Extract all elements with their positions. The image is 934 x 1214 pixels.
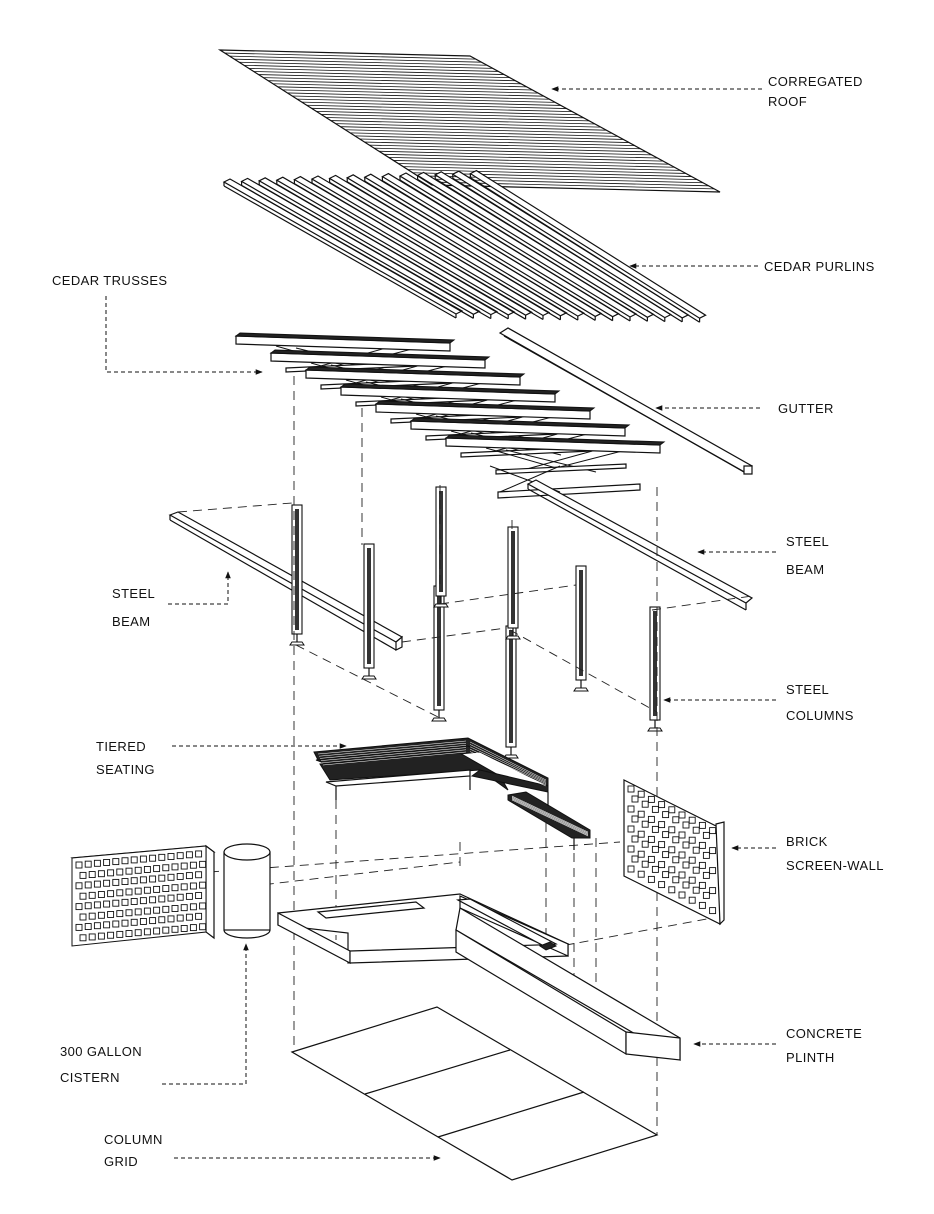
cistern <box>223 843 271 939</box>
label-cistern-line1: 300 GALLON <box>60 1044 142 1059</box>
label-column-grid-line1: COLUMN <box>104 1132 163 1147</box>
steel-columns <box>289 486 663 759</box>
label-tiered-seating-line1: TIERED <box>96 739 146 754</box>
labels: CORREGATED ROOF CEDAR PURLINS CEDAR TRUS… <box>52 74 884 1169</box>
label-column-grid-line2: GRID <box>104 1154 138 1169</box>
gutter <box>498 327 754 475</box>
brick-screen-wall-right <box>623 779 725 926</box>
label-brick-wall-line1: BRICK <box>786 834 828 849</box>
steel-column <box>505 526 521 640</box>
steel-beam-left <box>168 511 404 651</box>
concrete-plinth <box>277 893 681 1062</box>
label-tiered-seating-line2: SEATING <box>96 762 155 777</box>
column-grid <box>290 1006 659 1181</box>
seating-tier-lines <box>317 740 589 837</box>
label-brick-wall-line2: SCREEN-WALL <box>786 858 884 873</box>
brick-pattern-right <box>627 785 717 915</box>
steel-column <box>433 486 449 608</box>
truss <box>444 434 666 475</box>
label-gutter: GUTTER <box>778 401 834 416</box>
steel-column <box>503 625 519 759</box>
steel-beam-right <box>526 479 754 611</box>
steel-column <box>573 565 589 692</box>
label-roof-line2: ROOF <box>768 94 807 109</box>
brick-screen-wall-left <box>70 844 216 947</box>
roof-corrugation-lines <box>224 52 715 190</box>
leader-lines <box>105 86 776 1161</box>
cedar-trusses <box>234 332 666 499</box>
label-plinth-line2: PLINTH <box>786 1050 835 1065</box>
purlin <box>469 169 707 319</box>
steel-column <box>289 504 305 646</box>
label-cistern-line2: CISTERN <box>60 1070 120 1085</box>
label-trusses: CEDAR TRUSSES <box>52 273 167 288</box>
label-purlins: CEDAR PURLINS <box>764 259 875 274</box>
label-steel-beam-right-line1: STEEL <box>786 534 829 549</box>
tiered-seating <box>313 737 591 850</box>
label-steel-columns-line1: STEEL <box>786 682 829 697</box>
purlin <box>222 178 464 315</box>
steel-column <box>647 606 663 732</box>
label-steel-columns-line2: COLUMNS <box>786 708 854 723</box>
label-plinth-line1: CONCRETE <box>786 1026 862 1041</box>
label-steel-beam-right-line2: BEAM <box>786 562 824 577</box>
brick-pattern-left <box>75 850 207 942</box>
label-steel-beam-left-line1: STEEL <box>112 586 155 601</box>
purlin <box>240 177 481 315</box>
cedar-purlins <box>222 169 707 323</box>
label-steel-beam-left-line2: BEAM <box>112 614 150 629</box>
label-roof-line1: CORREGATED <box>768 74 863 89</box>
steel-column <box>361 543 377 680</box>
corrugated-roof <box>217 49 721 193</box>
